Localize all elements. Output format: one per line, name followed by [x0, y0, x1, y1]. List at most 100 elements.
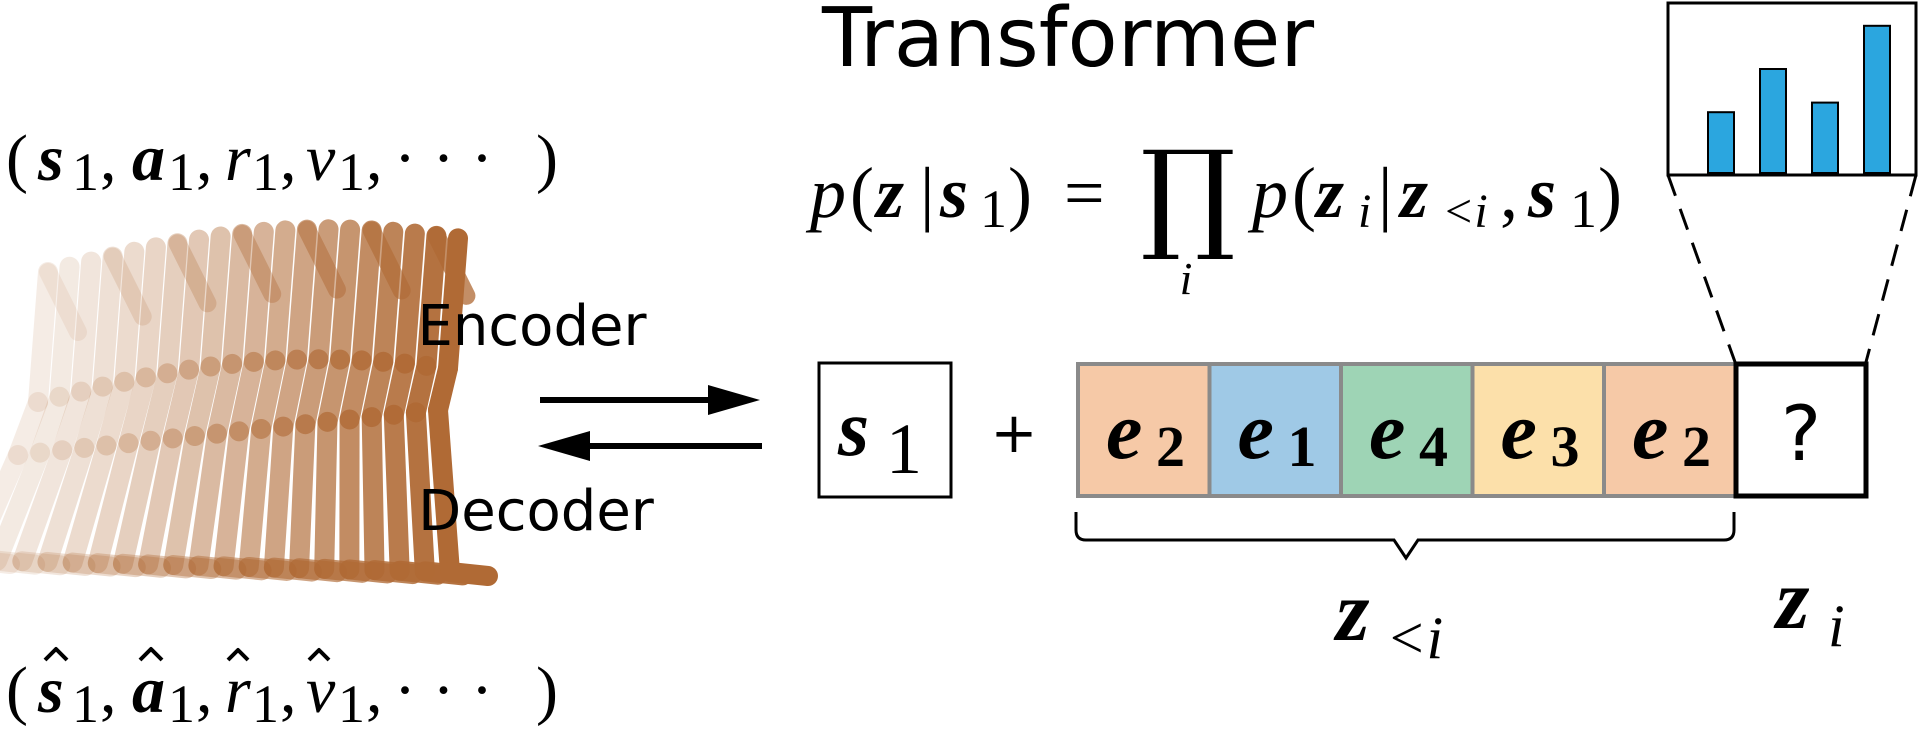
robot-limb: [265, 220, 296, 371]
robot-limb: [263, 416, 294, 578]
tuple-value-sub: 1: [338, 142, 365, 202]
svg-text:( s 1 ,: ( s 1 , a 1 , r 1 , v 1 , · · · ): [6, 654, 558, 737]
query-mark: ?: [1781, 389, 1821, 478]
eq-rhs-z: z: [1313, 153, 1344, 233]
svg-text:e2: e2: [1106, 385, 1185, 479]
robot-limb: [238, 418, 272, 577]
robot-limb: [416, 225, 447, 376]
token-letter: e: [1501, 385, 1537, 476]
tuple-reward: r: [225, 654, 251, 727]
distribution-inset: [1666, 1, 1918, 363]
robot-limb: [28, 262, 58, 412]
eq-lhs-s-sub: 1: [980, 179, 1007, 239]
encoder-label: Encoder: [418, 294, 648, 359]
eq-rhs-p: p: [1247, 153, 1288, 233]
robot-limb: [206, 353, 243, 444]
state-symbol: s: [837, 385, 869, 473]
tuple-top: ( s 1 , a 1 , r 1 , v 1 , · · · ): [6, 122, 558, 205]
robot-limb: [251, 350, 286, 439]
tuple-action: a: [132, 122, 165, 195]
history-label-sub: <i: [1386, 605, 1443, 671]
robot-limb: [12, 440, 73, 572]
encoder-arrow: [540, 385, 760, 415]
distribution-bar: [1707, 111, 1735, 174]
robot-limb: [96, 371, 135, 456]
robot-limb: [213, 421, 250, 577]
robot-limb: [135, 237, 166, 388]
robot-limb: [361, 407, 385, 581]
robot-limb: [428, 400, 460, 582]
svg-text:( s 1 ,: ( s 1 , a 1 , r 1 , v 1 , · · · ): [6, 122, 558, 205]
tuple-close: ): [536, 654, 558, 727]
robot-limb: [200, 226, 231, 377]
robot-limb: [308, 219, 339, 370]
robot-limb: [438, 228, 468, 379]
robot-limb: [140, 363, 178, 451]
robot-limb: [49, 256, 80, 407]
token-index: 2: [1156, 414, 1185, 479]
robot-limb: [87, 553, 146, 578]
eq-rhs-zlt: z: [1397, 153, 1428, 233]
eq-rhs-s-sub: 1: [1570, 179, 1597, 239]
token-index: 4: [1419, 414, 1448, 479]
robot-limb: [114, 241, 145, 392]
svg-text:p ( z |: p ( z | s 1 ) =: [805, 153, 1105, 243]
robot-limb: [351, 220, 382, 371]
decoder-label: Decoder: [418, 479, 655, 544]
eq-lhs-p: p: [805, 153, 846, 233]
eq-lhs-z: z: [873, 153, 904, 233]
svg-text:e2: e2: [1632, 385, 1711, 479]
robot-limb: [163, 426, 205, 576]
tuple-state: s: [37, 654, 64, 727]
query-token: ?: [1733, 361, 1869, 499]
decoder-arrow: [538, 431, 762, 461]
tuple-dots: · · ·: [394, 122, 493, 195]
robot-limb: [103, 247, 152, 326]
hat-accents: [43, 647, 331, 662]
tuple-reward-sub: 1: [252, 142, 279, 202]
robot-limb: [118, 367, 156, 454]
robot-limb: [37, 437, 95, 572]
robot-limb: [30, 386, 70, 463]
robot-limb: [71, 251, 102, 402]
robot-limb: [168, 234, 217, 313]
query-label: z: [1773, 551, 1810, 647]
robot-limb: [92, 246, 123, 397]
robot-limb: [243, 221, 274, 372]
token-cell: [1076, 362, 1212, 498]
robot-frame: [87, 237, 166, 578]
zoom-line-right: [1864, 174, 1918, 363]
distribution-bar: [1759, 68, 1787, 174]
robot-limb: [157, 233, 188, 384]
token-index: 2: [1682, 414, 1711, 479]
robot-limb: [314, 411, 338, 579]
eq-product-index: i: [1180, 253, 1193, 304]
token-letter: e: [1369, 385, 1405, 476]
tuple-bottom: ( s 1 , a 1 , r 1 , v 1 , · · · ): [6, 647, 558, 737]
plus-sign: +: [991, 401, 1038, 466]
state-sub: 1: [886, 409, 922, 489]
eq-rhs-s: s: [1527, 153, 1556, 233]
robot-limb: [0, 552, 20, 574]
robot-limb: [39, 263, 87, 341]
history-brace: [1074, 512, 1736, 561]
robot-limb: [295, 349, 329, 435]
robot-limb: [179, 229, 210, 380]
robot-motion-illustration: [0, 219, 498, 586]
robot-frame: [138, 229, 210, 579]
robot-limb: [405, 402, 435, 582]
equation: p ( z | s 1 ) = ∏ i p ( z i | z <i , s 1…: [805, 126, 1622, 304]
token-cell: [1470, 362, 1606, 498]
tuple-dots: · · ·: [394, 654, 493, 727]
robot-limb: [52, 381, 92, 461]
history-label: z: [1333, 563, 1370, 659]
robot-limb: [0, 445, 28, 522]
robot-frame: [163, 226, 231, 580]
token-cell: [1602, 362, 1738, 498]
robot-limb: [373, 221, 404, 372]
distribution-bars: [1707, 24, 1891, 174]
